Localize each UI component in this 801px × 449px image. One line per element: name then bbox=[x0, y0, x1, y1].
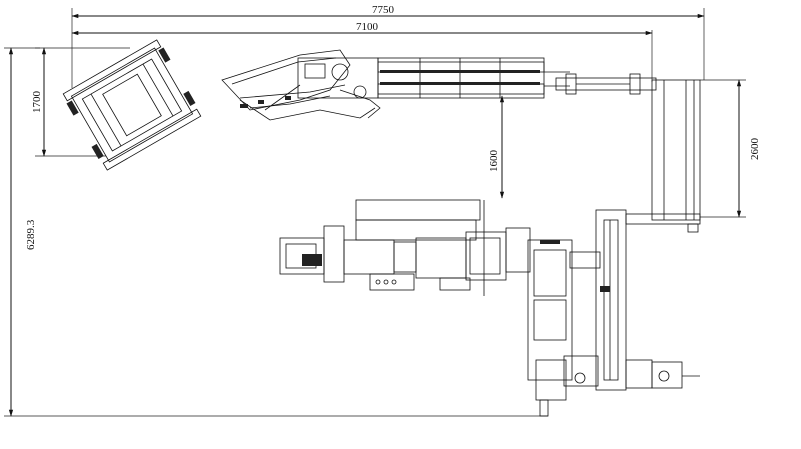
dimension-7750: 7750 bbox=[71, 4, 705, 88]
rotated-platform-machine bbox=[62, 39, 202, 171]
main-press-line bbox=[279, 199, 531, 296]
dimension-label-1700: 1700 bbox=[31, 91, 43, 114]
top-conveyor bbox=[377, 57, 570, 99]
dimension-label-7100: 7100 bbox=[356, 21, 379, 33]
lower-assembly bbox=[527, 209, 700, 417]
dimension-6289: 6289.3 bbox=[4, 47, 548, 417]
dimension-1600: 1600 bbox=[488, 95, 505, 199]
transfer-rail bbox=[555, 73, 657, 95]
dimension-1700: 1700 bbox=[31, 47, 130, 157]
dimension-2600: 2600 bbox=[700, 79, 761, 218]
dimension-label-2600: 2600 bbox=[749, 138, 761, 161]
right-conveyor bbox=[625, 79, 701, 233]
dimension-label-1600: 1600 bbox=[488, 150, 500, 173]
dimension-label-7750: 7750 bbox=[372, 4, 395, 16]
dimension-label-6289: 6289.3 bbox=[25, 219, 37, 250]
dimension-7100: 7100 bbox=[71, 21, 653, 82]
loader-arm-machine bbox=[221, 49, 381, 121]
